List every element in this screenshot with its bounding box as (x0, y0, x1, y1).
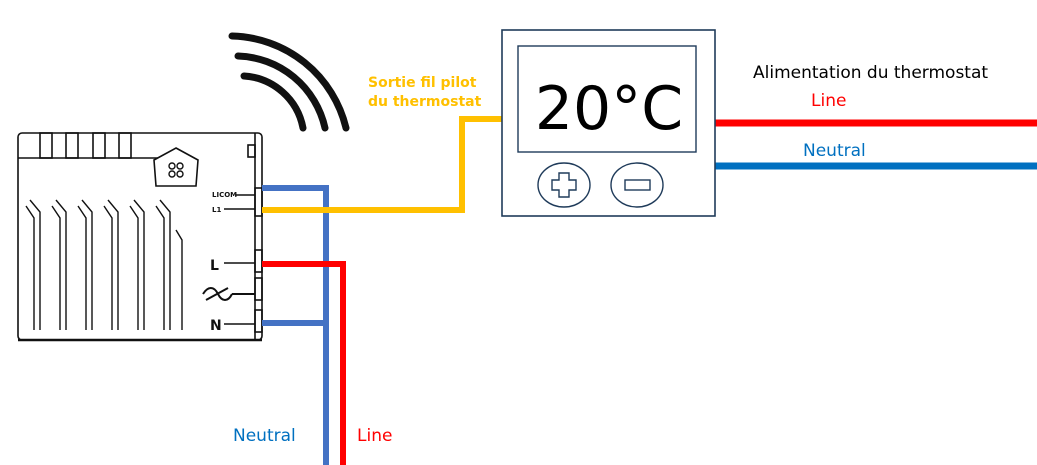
thermostat-screen (517, 45, 697, 153)
plus-icon (551, 172, 577, 198)
bottom-line-label: Line (357, 426, 392, 446)
line-wire-module (262, 261, 346, 465)
pilot-output-label-line1: Sortie fil pilot (368, 75, 477, 91)
top-neutral-label: Neutral (803, 141, 866, 161)
fan-icon (153, 147, 199, 187)
terminal-label-l1: L1 (212, 206, 221, 214)
terminal-label-n: N (210, 318, 222, 334)
temperature-display: 20°C (535, 74, 683, 144)
terminal-label-l: L (210, 258, 219, 274)
thermostat: 20°C (501, 29, 716, 217)
bottom-neutral-label: Neutral (233, 426, 296, 446)
bypass-icon (202, 287, 255, 301)
relay-module (17, 132, 263, 342)
plus-button[interactable] (537, 162, 591, 208)
minus-button[interactable] (610, 162, 664, 208)
top-line-label: Line (811, 91, 846, 111)
minus-icon (624, 179, 651, 191)
power-supply-title: Alimentation du thermostat (753, 63, 988, 83)
pilot-wire (262, 116, 502, 213)
wifi-signal-icon (228, 32, 350, 132)
neutral-wire-module (262, 185, 329, 465)
terminal-label-lcom: LICOM (212, 191, 237, 199)
pilot-output-label-line2: du thermostat (368, 94, 482, 110)
